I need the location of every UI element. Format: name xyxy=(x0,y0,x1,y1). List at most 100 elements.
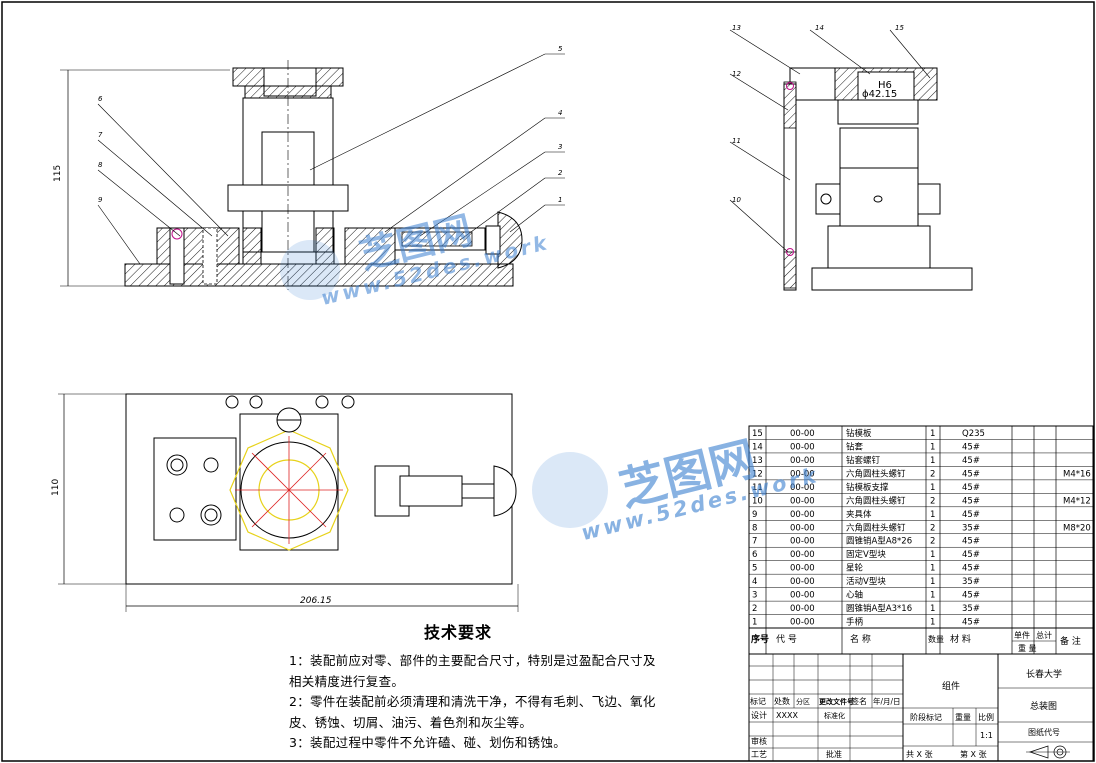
tech-line: 相关精度进行复查。 xyxy=(289,673,405,689)
bom-cell-seq: 7 xyxy=(752,537,757,547)
side-view: H6 ϕ42.15 13 12 11 10 14 15 xyxy=(729,24,973,291)
bom-cell-qty: 1 xyxy=(930,564,935,574)
tb-school: 长春大学 xyxy=(1026,668,1062,680)
tb-assembly: 组件 xyxy=(942,680,960,692)
bom-cell-seq: 2 xyxy=(752,604,757,614)
tb-standard: 标准化 xyxy=(824,711,845,720)
dim-bore-tol: H6 xyxy=(878,80,892,91)
bom-cell-qty: 1 xyxy=(930,591,935,601)
bom-cell-code: 00-00 xyxy=(790,483,815,493)
bom-cell-code: 00-00 xyxy=(790,429,815,439)
callout-10: 10 xyxy=(732,196,741,204)
bom-cell-material: 45# xyxy=(962,456,980,466)
bom-cell-qty: 1 xyxy=(930,577,935,587)
callout-3: 3 xyxy=(558,143,562,151)
tech-line: 1：装配前应对零、部件的主要配合尺寸，特别是过盈配合尺寸及 xyxy=(289,653,656,668)
bom-cell-note: M8*20 xyxy=(1063,523,1091,533)
bom-cell-seq: 1 xyxy=(752,618,757,628)
callout-15: 15 xyxy=(895,24,904,32)
watermark-globe-icon-2 xyxy=(532,452,608,528)
bom-cell-seq: 13 xyxy=(752,456,763,466)
bom-cell-name: 钻模板支撑 xyxy=(846,482,889,493)
tb-partition: 分区 xyxy=(796,697,810,706)
bom-cell-name: 六角圆柱头螺钉 xyxy=(846,495,906,506)
bom-header-seq: 序号 xyxy=(751,633,769,645)
tech-line: 皮、锈蚀、切屑、油污、着色剂和灰尘等。 xyxy=(289,714,533,730)
bom-cell-name: 钻套螺钉 xyxy=(846,455,881,466)
bom-cell-material: 35# xyxy=(962,523,980,533)
bom-cell-seq: 9 xyxy=(752,510,757,520)
bom-cell-code: 00-00 xyxy=(790,442,815,452)
callout-5: 5 xyxy=(558,45,563,53)
bom-cell-material: 45# xyxy=(962,510,980,520)
tb-approve: 批准 xyxy=(826,749,842,759)
bom-cell-material: 35# xyxy=(962,577,980,587)
tb-sheets: 共 X 张 xyxy=(906,750,933,759)
callout-14: 14 xyxy=(815,24,824,32)
bom-cell-note: M4*16 xyxy=(1063,469,1091,479)
bom-cell-code: 00-00 xyxy=(790,604,815,614)
bom-cell-name: 活动V型块 xyxy=(846,576,886,587)
bom-cell-material: 45# xyxy=(962,537,980,547)
callout-6: 6 xyxy=(98,95,103,103)
tech-requirements-title: 技术要求 xyxy=(424,623,493,642)
bom-cell-qty: 2 xyxy=(930,523,935,533)
bom-cell-code: 00-00 xyxy=(790,618,815,628)
bom-cell-name: 星轮 xyxy=(846,563,864,574)
tb-doc-no: 更改文件号 xyxy=(819,697,854,706)
tb-zones: 处数 xyxy=(774,696,790,706)
bom-cell-material: 45# xyxy=(962,550,980,560)
bom-cell-code: 00-00 xyxy=(790,591,815,601)
bom-header-total: 总计 xyxy=(1036,630,1052,640)
callout-4: 4 xyxy=(558,109,562,117)
bom-cell-qty: 2 xyxy=(930,469,935,479)
bom-cell-material: Q235 xyxy=(962,429,985,439)
tb-process: 工艺 xyxy=(751,750,767,759)
bom-cell-name: 固定V型块 xyxy=(846,549,886,560)
bom-cell-qty: 1 xyxy=(930,456,935,466)
bom-cell-name: 六角圆柱头螺钉 xyxy=(846,468,906,479)
bom-cell-code: 00-00 xyxy=(790,550,815,560)
tb-mark: 标记 xyxy=(750,696,766,706)
bom-cell-material: 45# xyxy=(962,483,980,493)
front-section-view: 115 6 7 8 9 5 4 3 2 1 xyxy=(53,45,565,290)
bom-cell-seq: 5 xyxy=(752,564,757,574)
bom-cell-name: 钻模板 xyxy=(846,428,872,439)
tb-designer: XXXX xyxy=(776,711,798,720)
callout-7: 7 xyxy=(98,131,103,139)
bom-cell-material: 45# xyxy=(962,442,980,452)
bom-cell-qty: 1 xyxy=(930,429,935,439)
callout-1: 1 xyxy=(558,196,562,204)
bom-cell-seq: 15 xyxy=(752,429,763,439)
bom-cell-material: 45# xyxy=(962,591,980,601)
tb-drawing-name: 总装图 xyxy=(1030,700,1057,712)
bom-cell-seq: 4 xyxy=(752,577,757,587)
bom-cell-name: 钻套 xyxy=(846,441,864,452)
bom-cell-material: 35# xyxy=(962,604,980,614)
bom-cell-material: 45# xyxy=(962,469,980,479)
callout-11: 11 xyxy=(732,137,741,145)
bom-cell-qty: 1 xyxy=(930,618,935,628)
bom-header-code: 代 号 xyxy=(776,634,797,645)
projection-symbol-icon xyxy=(1026,745,1070,759)
dim-height: 115 xyxy=(53,165,63,182)
callout-8: 8 xyxy=(98,161,103,169)
bom-cell-name: 六角圆柱头螺钉 xyxy=(846,522,906,533)
bom-cell-qty: 1 xyxy=(930,442,935,452)
watermark-globe-icon xyxy=(280,240,340,300)
bom-cell-code: 00-00 xyxy=(790,496,815,506)
bom-cell-qty: 1 xyxy=(930,550,935,560)
bom-cell-seq: 3 xyxy=(752,591,757,601)
bom-cell-code: 00-00 xyxy=(790,456,815,466)
bom-cell-code: 00-00 xyxy=(790,523,815,533)
bom-header-name: 名 称 xyxy=(850,633,871,645)
bom-cell-qty: 1 xyxy=(930,604,935,614)
title-block: 标记 处数 分区 更改文件号 签名 年/月/日 设计 XXXX 标准化 审核 工… xyxy=(748,653,1094,762)
bom-cell-seq: 10 xyxy=(752,496,763,506)
bom-cell-qty: 1 xyxy=(930,510,935,520)
bom-cell-seq: 12 xyxy=(752,469,763,479)
bom-header-weight: 重 量 xyxy=(1018,643,1037,653)
bom-cell-code: 00-00 xyxy=(790,564,815,574)
bom-cell-code: 00-00 xyxy=(790,577,815,587)
